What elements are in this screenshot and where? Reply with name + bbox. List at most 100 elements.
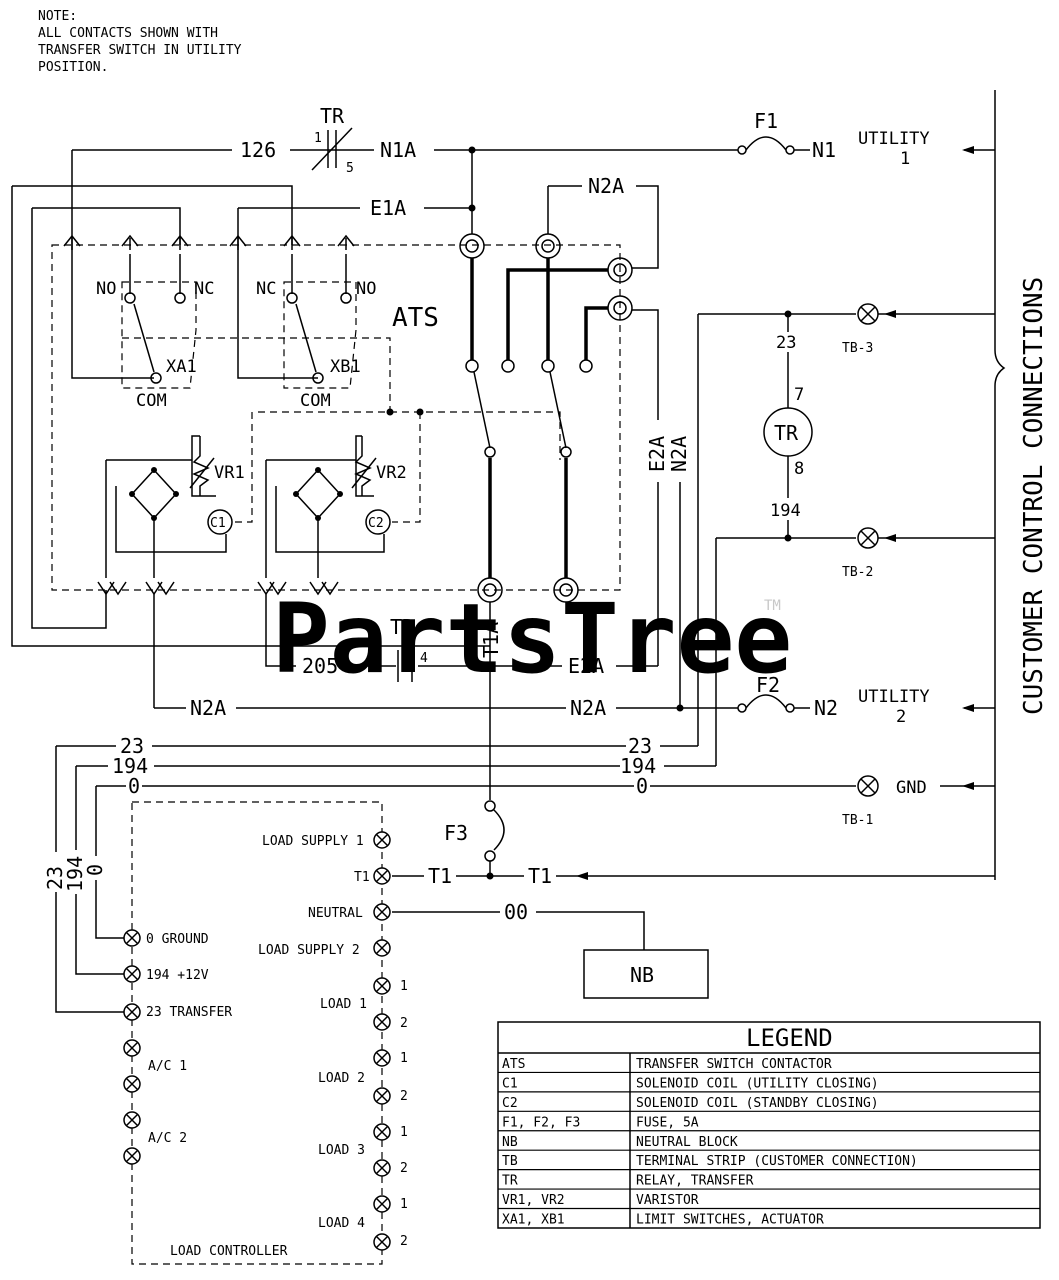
load-controller: LOAD CONTROLLER LOAD SUPPLY 1 T1 NEUTRAL… bbox=[131, 801, 408, 1265]
terminal-icon bbox=[373, 831, 391, 849]
legend-code: NB bbox=[502, 1135, 518, 1150]
tr-pin-1: 1 bbox=[314, 131, 322, 146]
n2a-vert-label: N2A bbox=[667, 436, 691, 472]
load-controller-label: LOAD CONTROLLER bbox=[170, 1244, 288, 1259]
load1-label: LOAD 1 bbox=[320, 997, 367, 1012]
terminal-icon bbox=[123, 965, 141, 983]
legend-desc: RELAY, TRANSFER bbox=[636, 1174, 754, 1189]
coil-pin-8: 8 bbox=[794, 459, 804, 479]
load4-label: LOAD 4 bbox=[318, 1216, 365, 1231]
side-title: CUSTOMER CONTROL CONNECTIONS bbox=[1019, 277, 1049, 715]
wire-126-label: 126 bbox=[240, 138, 276, 162]
plus12-term-label: 194 +12V bbox=[146, 968, 209, 983]
load2-pin1: 1 bbox=[400, 1051, 408, 1066]
load1-pin2: 2 bbox=[400, 1016, 408, 1031]
tb3-label: TB-3 bbox=[842, 341, 873, 356]
xb1-com-label: COM bbox=[300, 391, 331, 411]
c2-label: C2 bbox=[368, 516, 384, 531]
terminal-icon bbox=[373, 867, 391, 885]
e2a-label: E2A bbox=[568, 654, 604, 678]
wire-00-label: 00 bbox=[504, 900, 528, 924]
e1a-label: E1A bbox=[370, 196, 406, 220]
xb1-label: XB1 bbox=[330, 357, 361, 377]
legend-desc: SOLENOID COIL (STANDBY CLOSING) bbox=[636, 1096, 879, 1111]
utility1-label: UTILITY bbox=[858, 129, 930, 149]
tr-pin-5: 5 bbox=[346, 161, 354, 176]
terminal-icon bbox=[373, 1233, 391, 1251]
n1-label: N1 bbox=[812, 138, 836, 162]
t1-circuit: F3 T1 T1 bbox=[392, 800, 995, 888]
utility1-feed: 126 TR 1 5 N1A F1 N1 UTILITY 1 bbox=[72, 104, 995, 176]
f2-label: F2 bbox=[756, 673, 780, 697]
t1-left-label: T1 bbox=[428, 864, 452, 888]
terminal-icon bbox=[123, 1111, 141, 1129]
xb1-nc-label: NC bbox=[256, 279, 276, 299]
terminal-icon bbox=[373, 977, 391, 995]
wire-205-label: 205 bbox=[302, 654, 338, 678]
legend-desc: TRANSFER SWITCH CONTACTOR bbox=[636, 1057, 832, 1072]
terminal-icon bbox=[373, 1159, 391, 1177]
customer-connections-brace bbox=[994, 90, 1006, 880]
nb-label: NB bbox=[630, 963, 654, 987]
xa1-no-label: NO bbox=[96, 279, 116, 299]
tr-coil-contact-label: TR bbox=[390, 615, 415, 639]
ground-term-label: 0 GROUND bbox=[146, 932, 209, 947]
bus-0-left: 0 bbox=[128, 774, 140, 798]
terminal-icon bbox=[373, 1049, 391, 1067]
watermark-tm: TM bbox=[764, 598, 781, 614]
vr2-label: VR2 bbox=[376, 463, 407, 483]
t1-right-label: T1 bbox=[528, 864, 552, 888]
legend-code: TB bbox=[502, 1154, 518, 1169]
limit-switch-xa1: NO NC XA1 COM bbox=[63, 234, 214, 411]
bus-194-left: 194 bbox=[112, 754, 148, 778]
utility2-label: UTILITY bbox=[858, 687, 930, 707]
tr-pin-4: 4 bbox=[420, 651, 428, 666]
ats-contacts bbox=[459, 150, 633, 603]
legend-desc: SOLENOID COIL (UTILITY CLOSING) bbox=[636, 1076, 879, 1091]
load-supply2-label: LOAD SUPPLY 2 bbox=[258, 943, 360, 958]
legend-code: C1 bbox=[502, 1076, 518, 1091]
xa1-label: XA1 bbox=[166, 357, 197, 377]
legend-code: TR bbox=[502, 1174, 518, 1189]
ats-enclosure: ATS bbox=[51, 244, 621, 591]
bridge-vr2-c2: VR2 C2 bbox=[265, 435, 407, 578]
ats-label: ATS bbox=[392, 303, 439, 333]
terminal-icon bbox=[123, 1003, 141, 1021]
load4-pin1: 1 bbox=[400, 1197, 408, 1212]
watermark: PartsTree bbox=[272, 583, 792, 695]
coil-bottom-wire-label: 194 bbox=[770, 501, 801, 521]
bottom-connectors bbox=[97, 581, 339, 708]
terminal-icon bbox=[123, 1075, 141, 1093]
e2a-vert-label: E2A bbox=[645, 436, 669, 472]
n2a-top-label: N2A bbox=[588, 174, 624, 198]
coil-pin-7: 7 bbox=[794, 385, 804, 405]
control-wiring: E1A N2A E2A N2A bbox=[11, 150, 691, 708]
terminal-markers bbox=[123, 831, 391, 1251]
coil-top-wire-label: 23 bbox=[776, 333, 796, 353]
ac1-label: A/C 1 bbox=[148, 1059, 187, 1074]
load4-pin2: 2 bbox=[400, 1234, 408, 1249]
note-line-2: ALL CONTACTS SHOWN WITH bbox=[38, 26, 218, 41]
transfer-term-label: 23 TRANSFER bbox=[146, 1005, 232, 1020]
legend-code: ATS bbox=[502, 1057, 525, 1072]
bus-0-vert: 0 bbox=[83, 864, 107, 876]
t1a-label: T1A bbox=[479, 622, 503, 658]
legend-code: F1, F2, F3 bbox=[502, 1115, 580, 1130]
terminal-icon bbox=[373, 1195, 391, 1213]
f3-label: F3 bbox=[444, 821, 468, 845]
legend-code: XA1, XB1 bbox=[502, 1213, 565, 1228]
neutral-label: NEUTRAL bbox=[308, 906, 363, 921]
tr-coil-circuit: 23 7 TR 8 194 TB-3 TB-2 bbox=[697, 303, 995, 766]
control-bus: 23 23 194 194 0 0 GND TB-1 23 194 0 bbox=[43, 734, 995, 1013]
bus-194-vert: 194 bbox=[63, 856, 87, 892]
load3-label: LOAD 3 bbox=[318, 1143, 365, 1158]
load3-pin2: 2 bbox=[400, 1161, 408, 1176]
terminal-icon bbox=[373, 1013, 391, 1031]
bus-194-right: 194 bbox=[620, 754, 656, 778]
note-line-4: POSITION. bbox=[38, 60, 108, 75]
load2-label: LOAD 2 bbox=[318, 1071, 365, 1086]
tr-pin-6: 6 bbox=[372, 651, 380, 666]
